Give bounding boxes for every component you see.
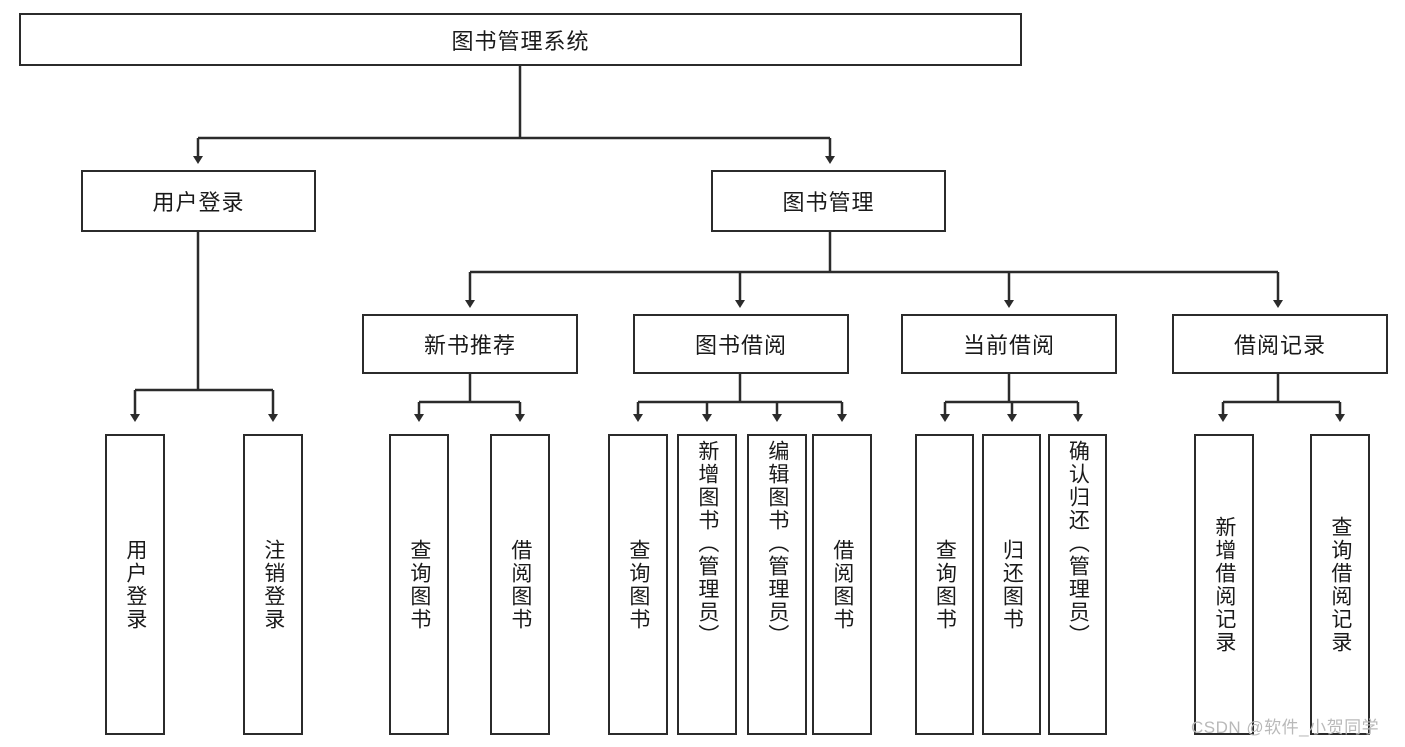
leaf-label: 查询借阅记录 (1328, 515, 1352, 654)
leaf-user-login[interactable]: 用户登录 (105, 434, 165, 735)
node-label: 图书管理系统 (451, 28, 590, 54)
node-new-book-recommend[interactable]: 新书推荐 (362, 314, 578, 374)
leaf-add-borrow-record[interactable]: 新增借阅记录 (1194, 434, 1254, 735)
leaf-return-book[interactable]: 归还图书 (982, 434, 1041, 735)
leaf-borrow-book-recommend[interactable]: 借阅图书 (490, 434, 550, 735)
leaf-confirm-return-admin[interactable]: 确认归还（管理员） (1048, 434, 1107, 735)
node-label: 新书推荐 (423, 333, 516, 358)
leaf-label: 查询图书 (933, 538, 957, 631)
node-user-login[interactable]: 用户登录 (81, 170, 316, 232)
node-borrow-record[interactable]: 借阅记录 (1172, 314, 1388, 374)
leaf-label: 新增借阅记录 (1212, 515, 1236, 654)
leaf-label: 借阅图书 (508, 538, 532, 631)
node-label: 用户登录 (152, 190, 245, 215)
leaf-add-book-admin[interactable]: 新增图书（管理员） (677, 434, 737, 735)
leaf-label: 用户登录 (123, 538, 147, 631)
csdn-watermark: CSDN @软件_小贺同学 (1191, 718, 1380, 737)
leaf-user-logout[interactable]: 注销登录 (243, 434, 303, 735)
node-current-borrow[interactable]: 当前借阅 (901, 314, 1117, 374)
node-book-management[interactable]: 图书管理 (711, 170, 946, 232)
leaf-query-book-current[interactable]: 查询图书 (915, 434, 974, 735)
node-book-management-system[interactable]: 图书管理系统 (19, 13, 1022, 66)
node-book-borrow[interactable]: 图书借阅 (633, 314, 849, 374)
node-label: 当前借阅 (962, 333, 1055, 358)
leaf-query-book-recommend[interactable]: 查询图书 (389, 434, 449, 735)
leaf-label: 查询图书 (626, 538, 650, 631)
leaf-query-book-borrow[interactable]: 查询图书 (608, 434, 668, 735)
leaf-label: 归还图书 (1000, 538, 1024, 631)
node-label: 借阅记录 (1233, 333, 1326, 358)
leaf-label: 注销登录 (261, 538, 285, 631)
leaf-query-borrow-record[interactable]: 查询借阅记录 (1310, 434, 1370, 735)
leaf-label: 编辑图书（管理员） (765, 440, 789, 647)
leaf-edit-book-admin[interactable]: 编辑图书（管理员） (747, 434, 807, 735)
node-label: 图书借阅 (694, 333, 787, 358)
leaf-label: 确认归还（管理员） (1066, 440, 1090, 647)
leaf-label: 新增图书（管理员） (695, 440, 719, 647)
leaf-borrow-book[interactable]: 借阅图书 (812, 434, 872, 735)
node-label: 图书管理 (782, 190, 875, 215)
leaf-label: 查询图书 (407, 538, 431, 631)
leaf-label: 借阅图书 (830, 538, 854, 631)
